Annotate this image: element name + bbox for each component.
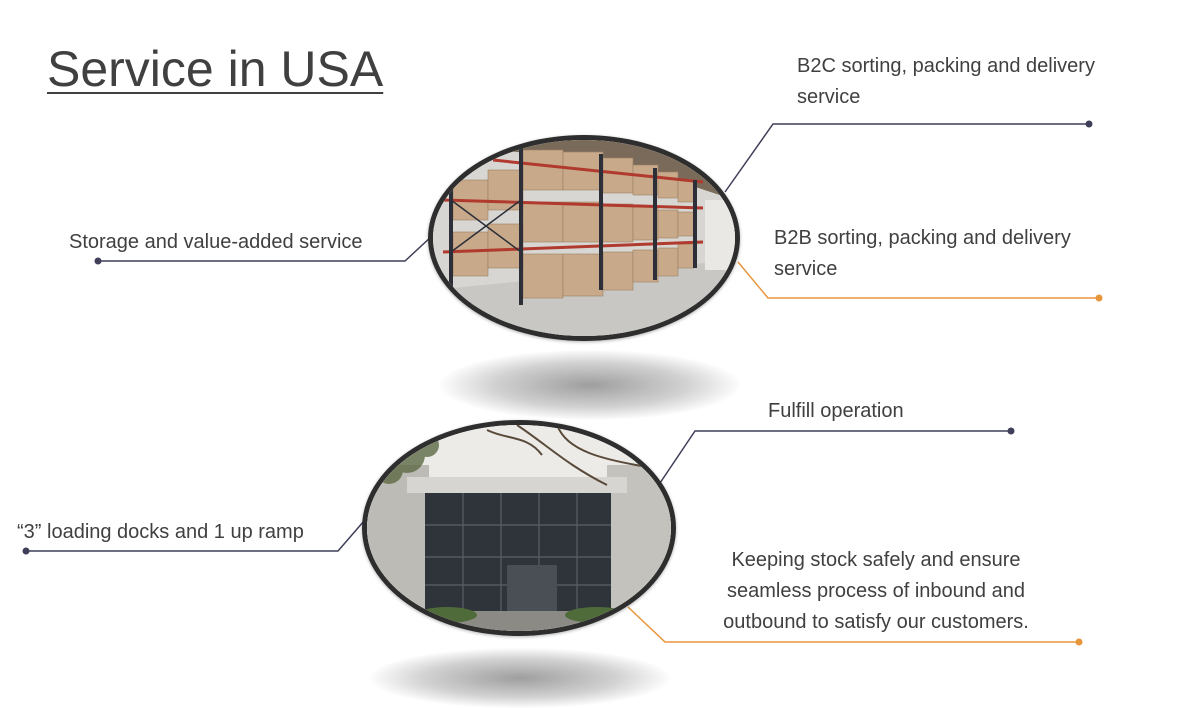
docks-endpoint-dot [22, 547, 30, 555]
storage-connector-line [98, 235, 433, 262]
loading-docks-label: “3” loading docks and 1 up ramp [17, 521, 304, 543]
storage-service-label: Storage and value-added service [69, 231, 363, 253]
storage-endpoint-dot [94, 257, 102, 265]
warehouse-photo [428, 135, 740, 341]
b2c-endpoint-dot [1085, 120, 1093, 128]
fulfill-connector-line [657, 430, 1011, 487]
keeping-stock-label: Keeping stock safely and ensure seamless… [723, 549, 1029, 633]
b2b-service-label: B2B sorting, packing and delivery servic… [774, 227, 1071, 280]
keeping-endpoint-dot [1075, 638, 1083, 646]
keeping-connector-line [627, 606, 1079, 643]
slide-title: Service in USA [47, 41, 384, 97]
docks-connector-line [26, 520, 365, 552]
building-exterior-illustration [367, 425, 671, 631]
connector-lines [22, 120, 1103, 646]
fulfill-endpoint-dot [1007, 427, 1015, 435]
building-photo [362, 420, 676, 636]
b2b-connector-line [737, 261, 1099, 299]
fulfill-operation-label: Fulfill operation [768, 400, 904, 422]
building-photo-shadow [370, 648, 670, 708]
b2c-service-label: B2C sorting, packing and delivery servic… [797, 55, 1095, 108]
warehouse-interior-illustration [433, 140, 735, 336]
warehouse-photo-shadow [440, 350, 740, 420]
b2b-endpoint-dot [1095, 294, 1103, 302]
b2c-connector-line [724, 123, 1089, 193]
